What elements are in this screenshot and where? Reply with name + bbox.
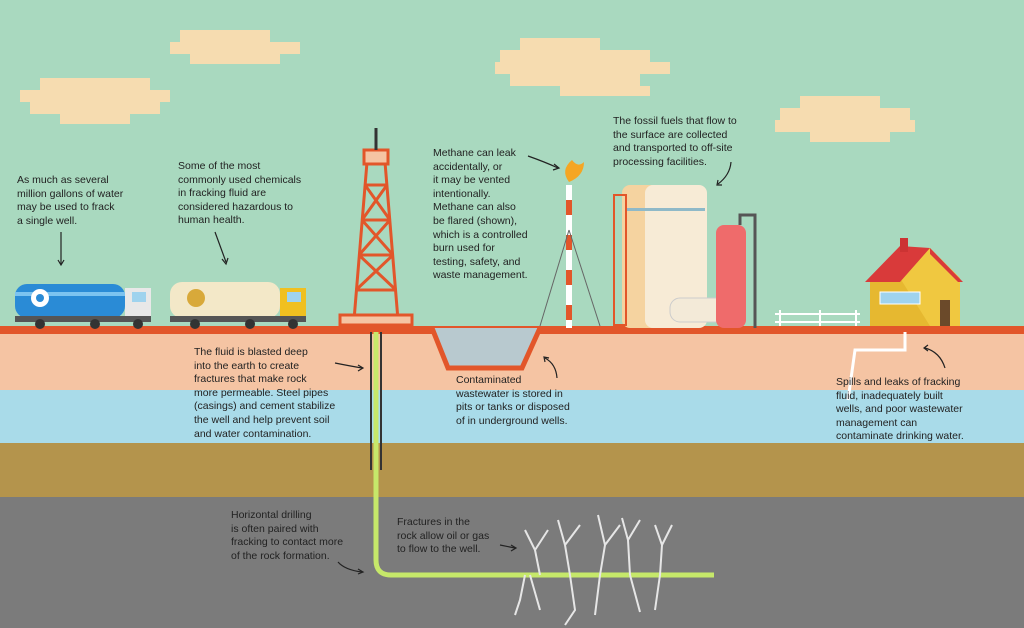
- storage-tanks-icon: [613, 185, 757, 328]
- note-horizontal: Horizontal drilling is often paired with…: [231, 509, 344, 562]
- clay-layer: [0, 443, 1024, 497]
- note-chemicals: Some of the most commonly used chemicals…: [178, 160, 302, 227]
- drinking-water-pipe: [846, 332, 907, 401]
- rock-fractures: [514, 514, 673, 626]
- clouds: [20, 30, 915, 142]
- annotation-arrows: [57, 155, 946, 575]
- note-wastewater: Contaminated wastewater is stored in pit…: [456, 374, 570, 427]
- flare-stack-icon: [539, 160, 601, 328]
- house-icon: [865, 238, 963, 326]
- wastewater-pit: [429, 326, 543, 371]
- note-water: As much as several million gallons of wa…: [17, 174, 124, 227]
- chemical-truck-icon: [170, 282, 306, 329]
- drilling-rig-icon: [338, 128, 414, 327]
- note-fossil-fuels: The fossil fuels that flow to the surfac…: [613, 115, 737, 168]
- note-methane: Methane can leak accidentally, or it may…: [433, 147, 528, 282]
- shale-layer: [0, 497, 1024, 628]
- note-spills: Spills and leaks of fracking fluid, inad…: [836, 376, 964, 443]
- well-pipe: [370, 332, 714, 578]
- note-fractures: Fractures in the rock allow oil or gas t…: [397, 516, 490, 556]
- water-truck-icon: [15, 284, 151, 329]
- flame-icon: [565, 160, 584, 182]
- aquifer-layer: [0, 390, 1024, 443]
- note-fluid: The fluid is blasted deep into the earth…: [194, 346, 336, 440]
- fence: [775, 310, 860, 326]
